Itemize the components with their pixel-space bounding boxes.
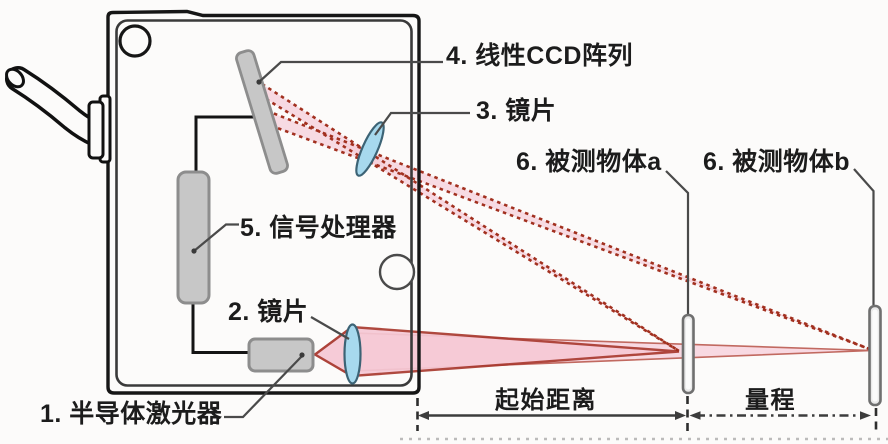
- label-ccd: 4. 线性CCD阵列: [446, 42, 633, 70]
- ccd-array-bar: [235, 49, 289, 175]
- object-a-highlight: [685, 318, 691, 390]
- arrow-right-start: [675, 411, 686, 420]
- signal-processor-box: [176, 170, 211, 305]
- arrow-right-range: [860, 411, 871, 420]
- receiver-lens: [355, 121, 385, 177]
- wire-processor-to-laser: [191, 303, 249, 354]
- emitter-lens: [343, 323, 362, 385]
- wire-ccd-to-processor: [194, 115, 254, 172]
- laser-beam-to-object-a: [350, 325, 680, 378]
- return-beam-a-edge-bottom: [265, 97, 680, 353]
- arrow-left-range: [689, 411, 701, 420]
- return-beam-b-fill: [260, 108, 872, 350]
- leader-object-a: [665, 170, 690, 314]
- leader-receiver-lens: [374, 111, 470, 136]
- return-beam-a-edge-top: [261, 82, 680, 353]
- label-object-b: 6. 被测物体b: [703, 148, 851, 176]
- leader-processor: [193, 223, 239, 252]
- housing-outer-border: [106, 9, 421, 395]
- housing-side-notch: [378, 253, 416, 291]
- laser-emitter-box: [247, 337, 315, 373]
- housing-inner-border: [115, 19, 413, 387]
- leader-ccd: [258, 60, 443, 83]
- label-start-distance: 起始距离: [495, 387, 597, 414]
- label-object-a: 6. 被测物体a: [516, 148, 662, 176]
- laser-beam: [312, 324, 873, 379]
- dimension-arrowheads: [418, 411, 871, 420]
- arrow-left-start: [418, 411, 429, 420]
- label-emitter-lens: 2. 镜片: [228, 298, 309, 326]
- leader-laser: [224, 355, 303, 419]
- leader-dot-ccd: [256, 79, 262, 85]
- leader-dot-processor: [191, 248, 197, 254]
- leader-lines: [191, 60, 875, 419]
- label-receiver-lens: 3. 镜片: [476, 97, 557, 125]
- object-b-highlight: [872, 309, 878, 402]
- label-processor: 5. 信号处理器: [240, 214, 397, 242]
- internal-wiring: [191, 115, 254, 354]
- leader-dot-laser: [299, 352, 305, 358]
- label-range: 量程: [745, 387, 796, 414]
- sensor-housing: [106, 9, 421, 395]
- leader-emitter-lens: [310, 316, 350, 340]
- cable-inner: [8, 69, 106, 144]
- return-beam-b-edge-top: [259, 106, 873, 352]
- connector-collar-front: [87, 100, 105, 160]
- label-laser: 1. 半导体激光器: [40, 400, 223, 428]
- leader-object-b: [853, 168, 875, 305]
- cable-tip: [5, 67, 25, 89]
- housing-screw-hole: [118, 24, 152, 58]
- measured-objects: [681, 304, 882, 407]
- dimension-annotation: [416, 396, 878, 432]
- cable-connector: [5, 66, 112, 164]
